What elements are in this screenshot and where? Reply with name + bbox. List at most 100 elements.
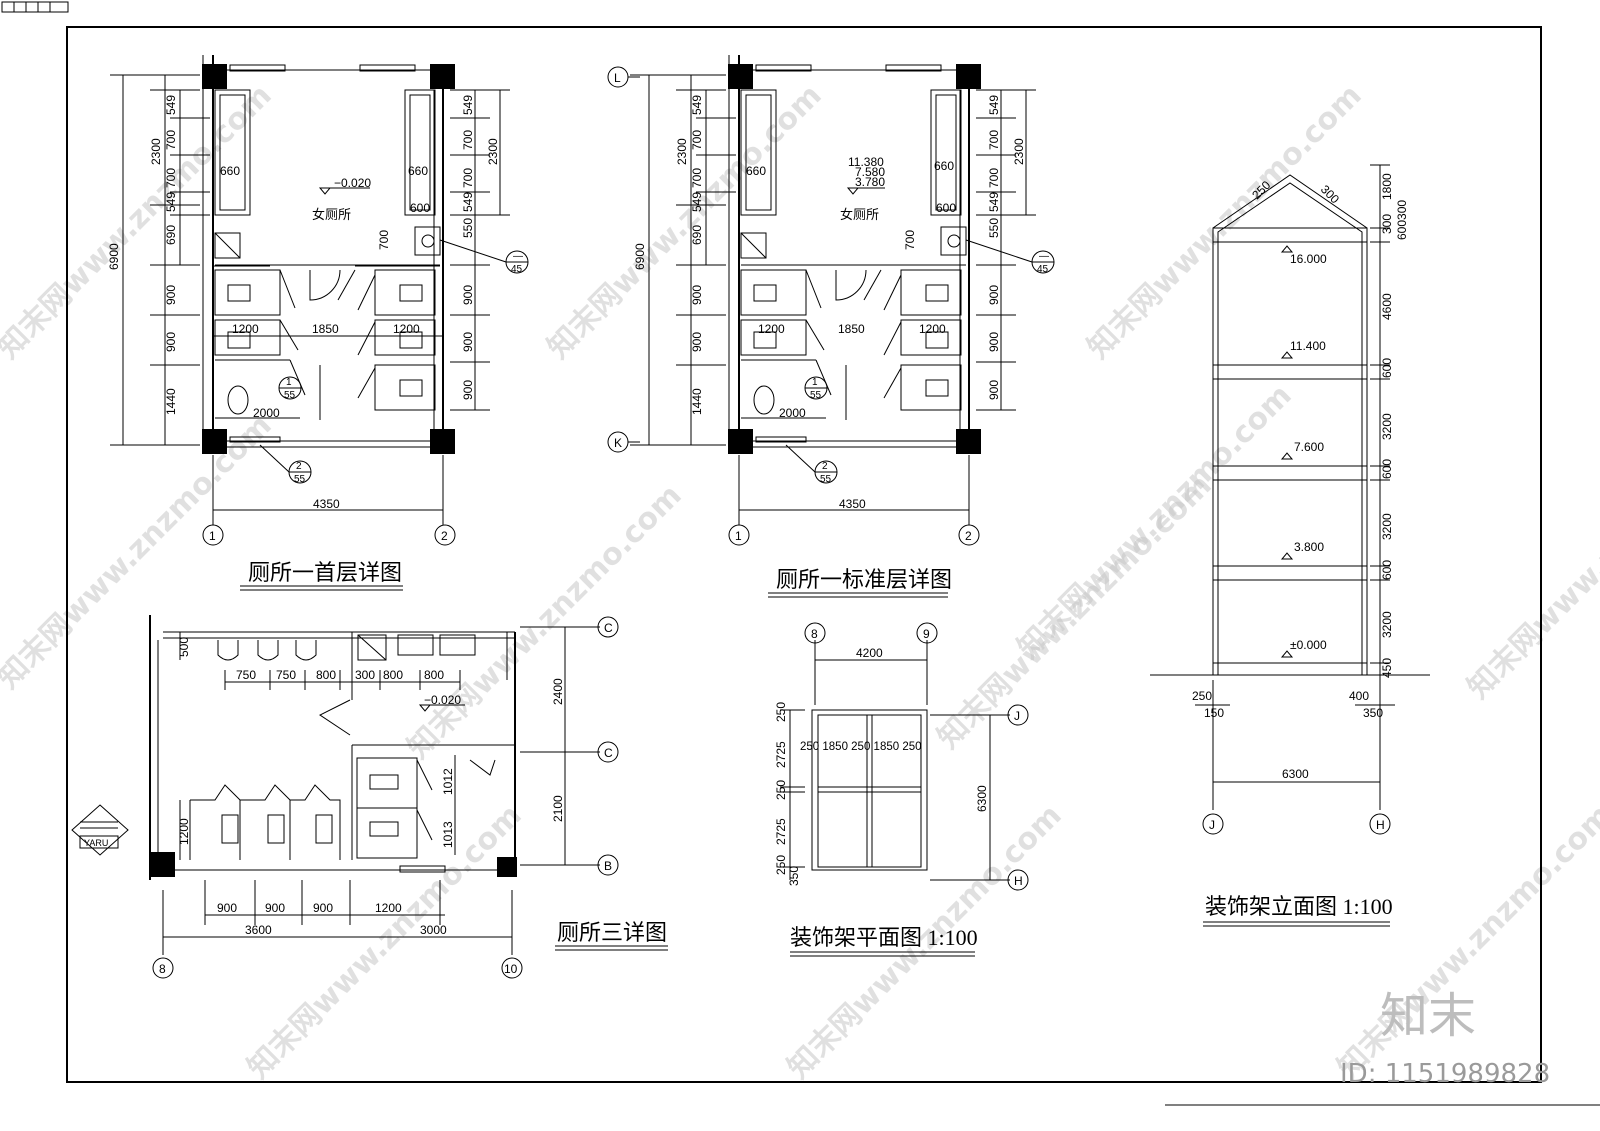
- dim-4200: 4200: [856, 646, 883, 660]
- watermark: 知末网www.znzmo.com: [0, 408, 279, 696]
- watermark: 知末网www.znzmo.com: [401, 478, 689, 766]
- dim-600: 600: [936, 201, 956, 215]
- dim-900: 900: [461, 380, 475, 400]
- dim-350: 350: [1363, 706, 1383, 720]
- dim-549: 549: [987, 95, 1001, 115]
- dim-700: 700: [690, 168, 704, 188]
- ref-denominator: 55: [810, 390, 822, 401]
- level-standard-b: 7.580: [855, 165, 885, 179]
- dim-250: 250: [774, 780, 788, 800]
- dim-800: 800: [316, 668, 336, 682]
- dim-250: 250: [774, 855, 788, 875]
- dim-660: 660: [934, 159, 954, 173]
- dim-4350: 4350: [313, 497, 340, 511]
- dim-400: 400: [1349, 689, 1369, 703]
- dim-700: 700: [377, 230, 391, 250]
- dim-600300: 600300: [1395, 200, 1409, 240]
- dim-2725: 2725: [774, 818, 788, 845]
- rack-elevation-labels: 16.000 11.400 7.600 3.800 ±0.000 1800 30…: [1192, 173, 1409, 919]
- dim-6900: 6900: [107, 243, 121, 270]
- dim-549: 549: [987, 192, 1001, 212]
- dim-549: 549: [690, 95, 704, 115]
- dim-1850: 1850: [312, 322, 339, 336]
- toilet-three-plan: [71, 615, 668, 979]
- dim-660: 660: [746, 164, 766, 178]
- dim-900: 900: [265, 901, 285, 915]
- elev-level-16: 16.000: [1290, 252, 1327, 266]
- title-toilet-three: 厕所三详图: [557, 920, 667, 945]
- dim-1850: 1850: [838, 322, 865, 336]
- dim-900: 900: [987, 380, 1001, 400]
- level-toilet-three: −0.020: [424, 693, 461, 707]
- level-standard-a: 11.380: [848, 155, 884, 169]
- dim-700: 700: [164, 168, 178, 188]
- ref-denominator: 45: [1037, 264, 1049, 275]
- dim-600: 600: [410, 201, 430, 215]
- axis-1: 1: [735, 529, 742, 543]
- axis-2: 2: [441, 529, 448, 543]
- dim-690: 690: [164, 225, 178, 245]
- dim-450: 450: [1380, 658, 1394, 678]
- dim-6300: 6300: [975, 785, 989, 812]
- dim-549: 549: [461, 192, 475, 212]
- ref-number: —: [1039, 251, 1049, 262]
- elev-level-3: 3.800: [1294, 540, 1324, 554]
- ref-denominator: 55: [284, 390, 296, 401]
- dim-700: 700: [903, 230, 917, 250]
- title-first-floor: 厕所一首层详图: [248, 560, 402, 585]
- dim-3200: 3200: [1380, 413, 1394, 440]
- dim-600: 600: [1380, 358, 1394, 378]
- axis-8: 8: [811, 627, 818, 641]
- dim-550: 550: [987, 218, 1001, 238]
- dim-1200: 1200: [758, 322, 785, 336]
- axis-C: C: [604, 621, 613, 635]
- ref-number: 1: [286, 377, 292, 388]
- dim-800: 800: [424, 668, 444, 682]
- dim-3200: 3200: [1380, 513, 1394, 540]
- dim-700: 700: [987, 130, 1001, 150]
- dim-500: 500: [177, 637, 191, 657]
- dim-2400: 2400: [551, 678, 565, 705]
- dim-300: 300: [1318, 182, 1342, 206]
- watermark: 知末网www.znzmo.com: [1011, 378, 1299, 666]
- dim-1200: 1200: [393, 322, 420, 336]
- dim-4350: 4350: [839, 497, 866, 511]
- dim-750: 750: [276, 668, 296, 682]
- rack-elevation: [1150, 164, 1430, 927]
- level-standard-c: 3.780: [855, 175, 885, 189]
- dim-600: 600: [1380, 459, 1394, 479]
- ref-number: 1: [812, 377, 818, 388]
- dim-1013: 1013: [441, 821, 455, 848]
- level-first: −0.020: [334, 176, 371, 190]
- ref-number: 2: [296, 461, 302, 472]
- dim-900: 900: [690, 332, 704, 352]
- first-floor-plan: [110, 55, 529, 591]
- dim-660: 660: [408, 164, 428, 178]
- standard-floor-labels: 6900 2300 690 900 900 1440 549 700 700 5…: [614, 71, 1049, 592]
- rack-plan: [780, 622, 1029, 957]
- axis-L: L: [614, 71, 621, 85]
- dim-690: 690: [690, 225, 704, 245]
- dim-700: 700: [164, 130, 178, 150]
- dim-900: 900: [987, 332, 1001, 352]
- dim-3600: 3600: [245, 923, 272, 937]
- axis-B: B: [604, 859, 612, 873]
- axis-C: C: [604, 746, 613, 760]
- dim-1440: 1440: [164, 388, 178, 415]
- ref-denominator: 55: [820, 474, 832, 485]
- title-rack-elevation: 装饰架立面图 1:100: [1205, 894, 1393, 919]
- dim-549: 549: [461, 95, 475, 115]
- dim-900: 900: [217, 901, 237, 915]
- dim-300: 300: [355, 668, 375, 682]
- dim-250: 250: [774, 702, 788, 722]
- axis-J: J: [1014, 709, 1020, 723]
- dim-549: 549: [164, 95, 178, 115]
- axis-J: J: [1209, 818, 1215, 832]
- title-standard-floor: 厕所一标准层详图: [776, 567, 952, 592]
- id-label: ID: 1151989828: [1340, 1059, 1550, 1089]
- dim-250: 250: [1192, 689, 1212, 703]
- dim-549: 549: [690, 192, 704, 212]
- axis-H: H: [1014, 874, 1023, 888]
- ref-denominator: 55: [294, 474, 306, 485]
